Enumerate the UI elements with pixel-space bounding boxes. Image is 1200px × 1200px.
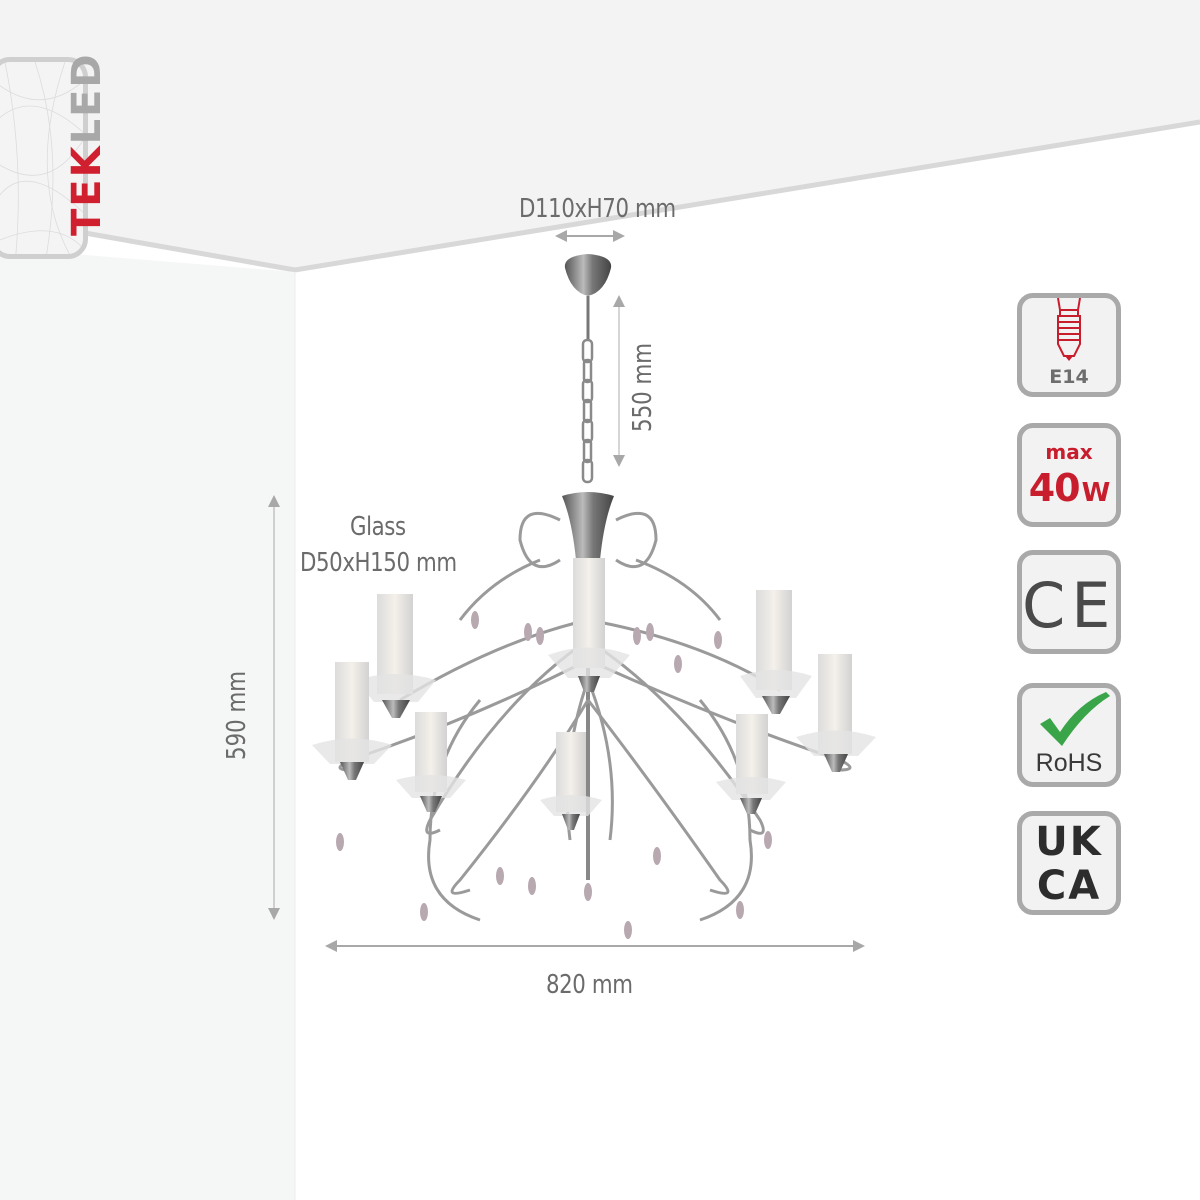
rohs-badge: RoHS xyxy=(1017,683,1121,787)
ukca-line-1: UK xyxy=(1035,819,1103,865)
ukca-line-2: CA xyxy=(1036,863,1102,909)
logo-pattern xyxy=(0,62,83,254)
width-label: 820 mm xyxy=(546,970,633,1000)
wattage-unit: W xyxy=(1081,478,1111,508)
ukca-badge: UK CA xyxy=(1017,811,1121,915)
ce-badge: CE xyxy=(1017,550,1121,654)
wattage-number: 40 xyxy=(1028,466,1081,510)
green-checkmark-icon xyxy=(1040,692,1110,746)
wattage-value: 40W xyxy=(1022,466,1116,510)
glass-label: Glass xyxy=(350,512,406,542)
ukca-mark-icon: UK CA xyxy=(1022,820,1116,908)
e14-badge: E14 xyxy=(1017,293,1121,397)
canopy-dimension-label: D110xH70 mm xyxy=(519,194,676,224)
glass-size-label: D50xH150 mm xyxy=(300,548,457,578)
e14-bulb-base-icon xyxy=(1057,298,1081,361)
max-label: max xyxy=(1045,440,1093,464)
brand-logo-tile xyxy=(0,57,88,259)
ce-mark-icon: CE xyxy=(1022,569,1117,642)
rohs-label: RoHS xyxy=(1035,749,1103,777)
max-wattage-badge: max 40W xyxy=(1017,423,1121,527)
e14-label: E14 xyxy=(1049,366,1089,388)
